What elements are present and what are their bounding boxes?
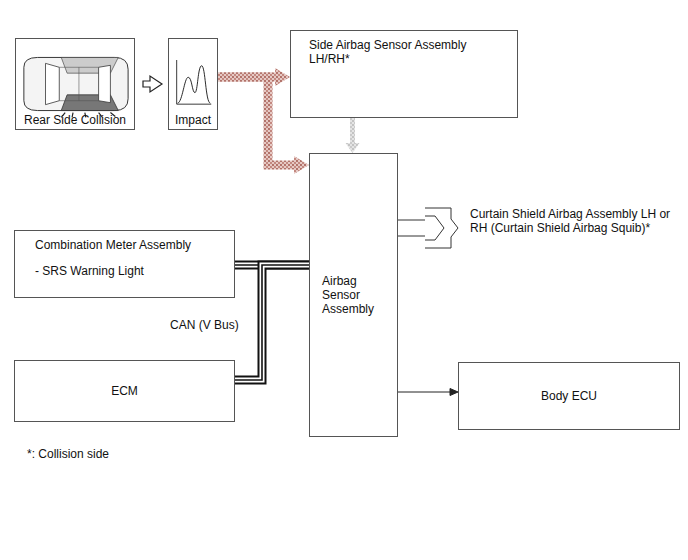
node-title: Side Airbag Sensor Assembly LH/RH* xyxy=(309,38,484,66)
bus-gap xyxy=(235,265,309,380)
squib-wire xyxy=(398,220,425,221)
connector xyxy=(235,265,309,380)
node-title: Impact xyxy=(175,113,211,127)
arrow-head xyxy=(294,156,309,174)
squib-node: Curtain Shield Airbag Assembly LH or RH … xyxy=(425,205,681,251)
connector xyxy=(398,220,425,236)
node-title: ECM xyxy=(111,384,138,398)
bus-outer xyxy=(235,265,309,380)
arrow-shaft xyxy=(218,77,294,165)
arrow-shaft xyxy=(398,392,450,393)
node-title: Airbag Sensor Assembly xyxy=(322,274,389,316)
connector xyxy=(143,76,162,92)
connector xyxy=(398,389,458,396)
arrow-head xyxy=(346,143,360,153)
arrow-head xyxy=(450,389,458,396)
node-title: Body ECU xyxy=(541,389,597,403)
squib-element xyxy=(425,216,444,240)
arrow-head xyxy=(275,68,290,86)
roof-lines xyxy=(59,67,98,100)
rear-window xyxy=(99,65,111,102)
hollow-arrow xyxy=(143,76,162,92)
bus-label: CAN (V Bus) xyxy=(170,318,239,332)
connector xyxy=(346,118,360,153)
windshield xyxy=(46,63,60,104)
footnote: *: Collision side xyxy=(27,447,109,461)
bus-inner xyxy=(235,265,309,380)
node-title: Rear Side Collision xyxy=(24,113,126,127)
ecm-box: ECM xyxy=(14,360,235,422)
sensor-box: Side Airbag Sensor Assembly LH/RH* xyxy=(290,30,518,118)
node-title: Curtain Shield Airbag Assembly LH or RH … xyxy=(470,207,681,235)
impact-curve xyxy=(178,66,211,103)
ecu-box: Airbag Sensor Assembly xyxy=(309,153,398,437)
collision-illustration: Rear Side Collision xyxy=(15,38,135,130)
graph-axes xyxy=(177,60,212,104)
car-body xyxy=(24,57,128,110)
node-title: Combination Meter Assembly xyxy=(35,238,224,252)
node-detail: - SRS Warning Light xyxy=(35,264,224,278)
impact-graph: Impact xyxy=(168,38,218,130)
squib-outline xyxy=(425,208,458,248)
squib-wire xyxy=(398,236,425,237)
meter-box: Combination Meter Assembly - SRS Warning … xyxy=(14,230,235,298)
ecu-box: Body ECU xyxy=(458,362,680,430)
arrow-shaft xyxy=(350,118,355,143)
